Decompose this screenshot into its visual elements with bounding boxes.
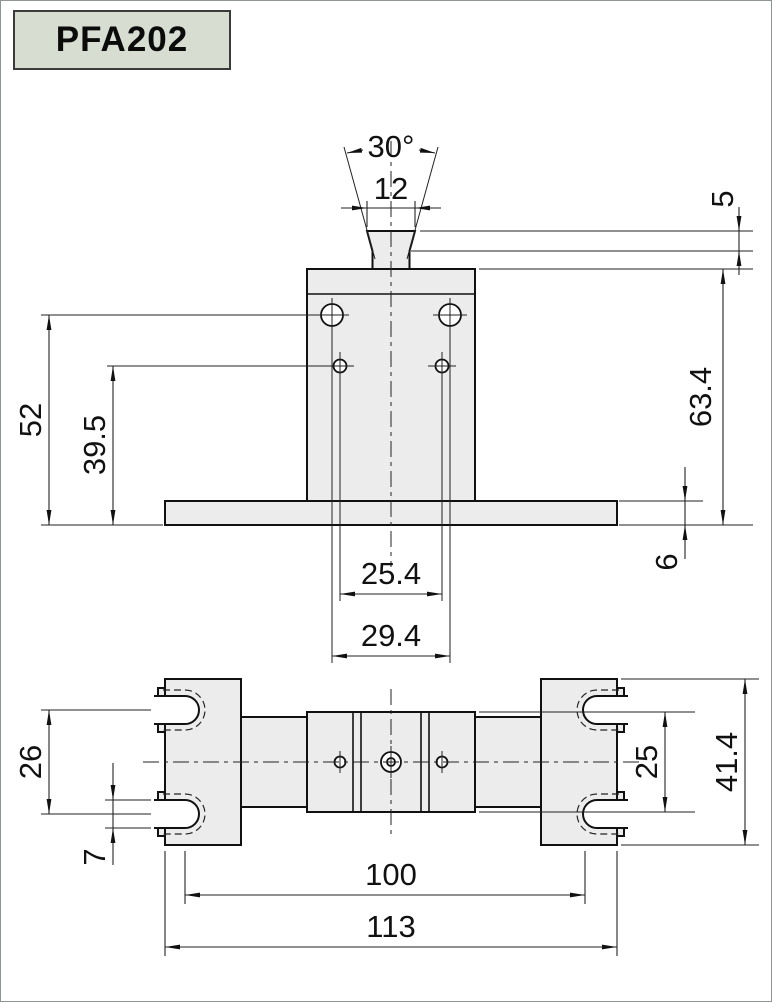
dim-113-text: 113 <box>366 909 415 944</box>
dim-base-thickness-text: 6 <box>649 553 684 570</box>
dim-7-text: 7 <box>77 848 112 865</box>
dim-slot-width-7: 7 <box>77 763 151 866</box>
slot-hidden-edges <box>163 689 619 835</box>
dim-39-5-text: 39.5 <box>77 415 112 475</box>
plan-view: 26 7 25 41. <box>13 678 759 956</box>
dim-jaw-height-text: 5 <box>705 190 740 207</box>
dim-base-thickness-6: 6 <box>619 467 703 571</box>
slot-left-top <box>154 695 200 725</box>
dim-slot-pitch-26: 26 <box>13 709 151 815</box>
dim-25-text: 25 <box>629 745 664 779</box>
hole-centerlines <box>331 298 467 663</box>
dim-26-text: 26 <box>13 745 48 779</box>
dim-overall-length-113: 113 <box>164 851 618 956</box>
slot-right-top <box>582 695 628 725</box>
dim-overall-depth-41-4: 41.4 <box>621 678 759 846</box>
dim-angle-30: 30° <box>343 129 439 260</box>
dim-angle-text: 30° <box>368 129 415 164</box>
dim-body-height-text: 63.4 <box>683 367 718 427</box>
dim-mount-hole-height-52: 52 <box>13 314 349 526</box>
dim-41-4-text: 41.4 <box>709 732 744 792</box>
dim-body-height-63-4: 63.4 <box>479 268 753 526</box>
dim-52-text: 52 <box>13 403 48 437</box>
dim-body-width-25: 25 <box>479 711 695 813</box>
dim-top-width-text: 12 <box>374 171 408 206</box>
dim-pin-hole-height-39-5: 39.5 <box>77 365 354 525</box>
dim-25-4-text: 25.4 <box>361 556 421 591</box>
slot-right-bottom <box>582 799 628 829</box>
front-view: 30° 12 5 <box>13 129 753 663</box>
dim-100-text: 100 <box>365 857 417 892</box>
dim-top-width-12: 12 <box>341 171 441 227</box>
dim-mount-pitch-29-4: 29.4 <box>332 618 450 659</box>
dim-29-4-text: 29.4 <box>361 618 421 653</box>
part-number-label: PFA202 <box>55 20 189 59</box>
dim-slot-pitch-100: 100 <box>184 851 586 904</box>
part-number-box: PFA202 <box>13 10 231 70</box>
slot-left-bottom <box>154 799 200 829</box>
dim-jaw-height-5: 5 <box>411 190 753 275</box>
dim-pin-pitch-25-4: 25.4 <box>340 556 442 597</box>
